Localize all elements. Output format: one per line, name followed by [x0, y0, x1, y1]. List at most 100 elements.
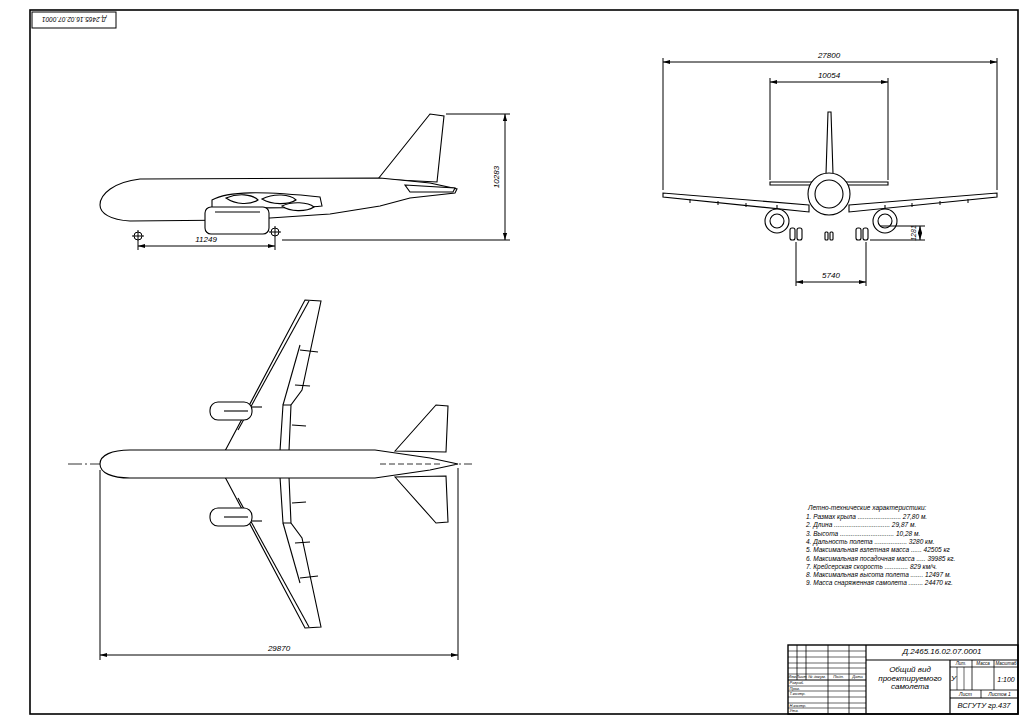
extension-line	[446, 114, 510, 115]
flap-line	[280, 405, 291, 451]
nose-gear-wheel	[825, 232, 828, 240]
table-header: Лит.	[956, 661, 967, 666]
main-gear-wheel	[863, 228, 868, 240]
flap-track	[746, 203, 747, 207]
wing-front	[663, 193, 809, 212]
center-line	[380, 464, 440, 465]
spec-line: 5. Максимальная взлетная масса ...... 42…	[806, 547, 950, 554]
horizontal-tail-side	[405, 185, 455, 192]
sheet-frame	[30, 10, 1018, 714]
table-cell: Т.контр.	[790, 692, 806, 696]
flap-fairing	[262, 195, 296, 204]
dimension-value: 5740	[822, 272, 840, 280]
engine-nacelle-side	[205, 207, 269, 234]
table-header: Изм.	[788, 675, 797, 679]
title-block	[788, 645, 1018, 714]
stamp-frame	[32, 12, 116, 28]
flap-track	[968, 199, 969, 203]
pylon	[252, 406, 262, 407]
flap-track	[300, 350, 318, 352]
table-cell: Утв.	[790, 709, 799, 713]
front-view-details	[663, 58, 997, 286]
engine-front	[770, 214, 784, 228]
grid-line	[950, 690, 1018, 691]
extension-line	[796, 242, 797, 286]
nose-gear-wheel	[830, 232, 833, 240]
table-cell: Лист	[959, 692, 972, 697]
grid-line	[964, 667, 965, 690]
spec-line: 6. Максимальная посадочная масса ..... 3…	[806, 555, 955, 562]
dimension-value: 1281	[910, 225, 917, 241]
flap-line	[280, 477, 291, 523]
engine-front	[765, 209, 789, 233]
grid-line	[866, 659, 1018, 660]
main-gear-wheel	[790, 228, 795, 240]
grid-line	[788, 651, 866, 652]
grid-line	[949, 660, 950, 714]
extension-line	[663, 58, 664, 190]
dimension-value: 29870	[268, 645, 290, 653]
spec-line: 9. Масса снаряженная самолета ........ 2…	[806, 580, 953, 587]
drawing-number-cell: Д.2465.16.02.07.0001	[867, 646, 1017, 659]
engine-nacelle-top	[210, 402, 252, 420]
grid-line	[788, 697, 866, 698]
spec-heading: Летно-технические характеристики:	[808, 505, 926, 512]
flap-track	[292, 502, 306, 503]
spec-line: 2. Длина ...............................…	[806, 522, 916, 529]
cell-text: Общий вид проектируемого самолета	[867, 666, 953, 692]
organisation-cell: ВСГУТУ гр.437	[951, 699, 1017, 713]
table-header: Лист	[796, 675, 806, 679]
flap-track	[300, 576, 318, 578]
grid-line	[957, 667, 958, 690]
flap-track	[295, 385, 310, 386]
grid-line	[972, 660, 973, 690]
flap-track	[292, 425, 306, 426]
table-header: Масштаб	[995, 661, 1016, 666]
dimension-line	[505, 114, 506, 240]
flap-line	[283, 345, 300, 405]
flap-track	[912, 203, 913, 207]
vertical-tail-front	[826, 112, 833, 174]
drawing-name-cell: Общий вид проектируемого самолета	[867, 661, 953, 697]
table-cell: 1:100	[997, 676, 1015, 683]
dimension-value: 10054	[818, 72, 840, 80]
pylon	[776, 205, 777, 209]
dimension-line	[138, 246, 275, 247]
extension-line	[870, 240, 925, 241]
spec-line: 8. Максимальная высота полета ....... 12…	[806, 572, 951, 579]
spec-line: 4. Дальность полета .................. 3…	[806, 539, 934, 546]
table-header: Подп.	[833, 675, 844, 679]
extension-line	[888, 78, 889, 180]
extension-line	[880, 226, 925, 227]
vertical-tail	[378, 114, 444, 182]
table-cell: У	[951, 675, 956, 683]
engine-front	[873, 209, 897, 233]
front-view	[663, 112, 997, 240]
wing-top	[225, 300, 321, 451]
top-view-dimensions	[100, 468, 458, 660]
extension-line	[997, 58, 998, 190]
grid-line	[788, 708, 866, 709]
grid-line	[981, 690, 982, 698]
flap-line	[283, 523, 300, 583]
dimension-line	[796, 282, 866, 283]
flap-fairing	[282, 203, 314, 211]
wing-front	[849, 193, 997, 212]
horizontal-tail-top	[395, 405, 448, 452]
cell-text: Д.2465.16.02.07.0001	[902, 648, 981, 657]
table-cell: Листов 1	[988, 692, 1010, 697]
dimension-line	[920, 226, 921, 240]
table-cell: Разраб.	[790, 681, 804, 685]
extension-line	[282, 240, 510, 241]
main-gear-wheel	[856, 228, 861, 240]
nacelle-line	[224, 410, 248, 411]
nacelle-line	[224, 516, 248, 517]
side-view	[100, 114, 457, 234]
grid-line	[788, 663, 866, 664]
grid-line	[950, 697, 1018, 698]
pylon	[884, 205, 885, 209]
top-view-half	[210, 300, 448, 452]
title-block-frame	[788, 645, 1018, 714]
extension-line	[458, 468, 459, 660]
